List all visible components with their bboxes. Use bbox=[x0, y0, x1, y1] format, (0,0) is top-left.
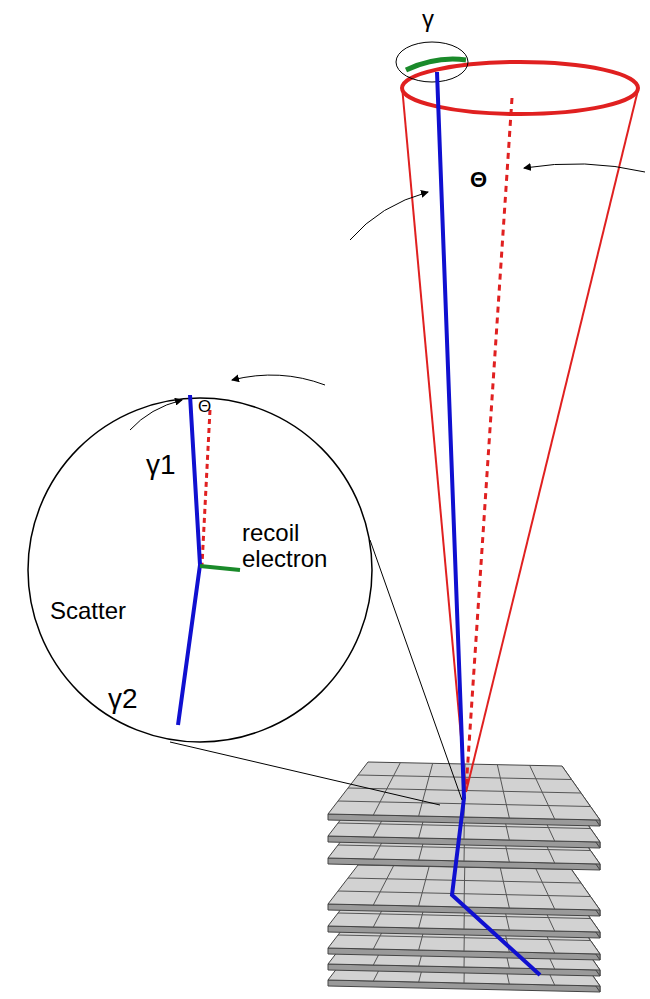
gamma-label: γ2 bbox=[108, 684, 138, 715]
pixel-grid bbox=[348, 878, 581, 883]
recoil-label: recoil electron bbox=[242, 520, 362, 573]
angle-pointer bbox=[524, 164, 645, 172]
angle-pointer bbox=[350, 192, 428, 240]
source-ellipse bbox=[396, 42, 468, 82]
zoom-line bbox=[170, 742, 440, 805]
gamma-track bbox=[178, 395, 200, 725]
angle-pointer bbox=[232, 375, 325, 385]
cone-axis bbox=[202, 410, 210, 565]
scatter-label: Scatter bbox=[50, 598, 126, 624]
zoom-inset: Θγ1 recoil electronScatter γ2 bbox=[28, 398, 372, 742]
compton-cone bbox=[402, 62, 638, 792]
gamma-label: γ bbox=[422, 6, 434, 32]
recoil-track bbox=[200, 566, 240, 570]
source-arc bbox=[406, 59, 466, 70]
pixel-grid bbox=[338, 891, 591, 897]
gamma-track bbox=[437, 72, 540, 975]
gamma-label: γ1 bbox=[146, 450, 176, 481]
angle-symbol: Θ bbox=[470, 168, 487, 192]
angle-symbol: Θ bbox=[198, 398, 211, 417]
angle-pointer bbox=[130, 400, 182, 430]
zoom-line bbox=[370, 540, 462, 800]
